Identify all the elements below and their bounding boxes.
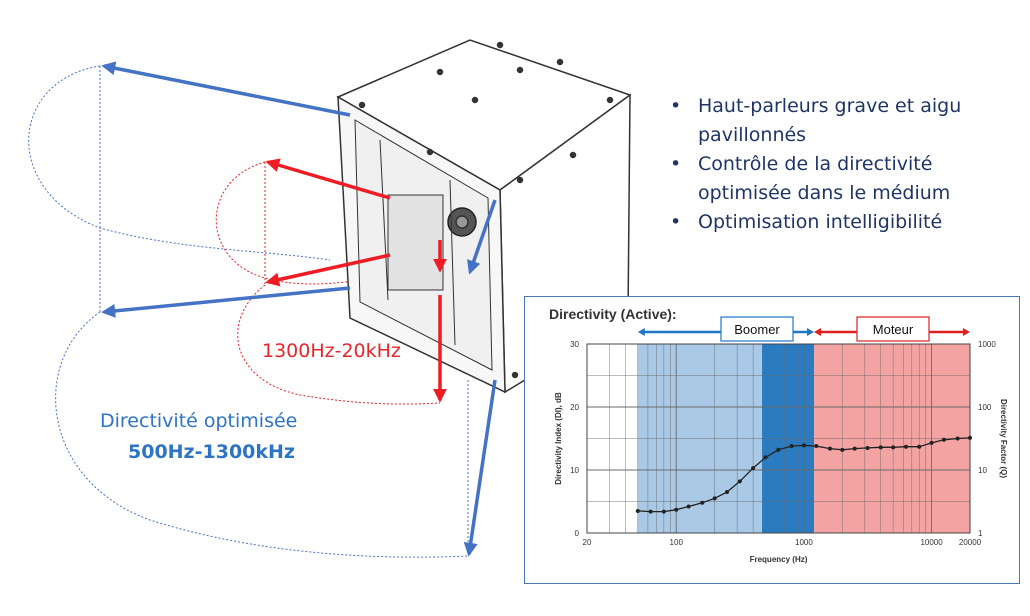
blue-envelope-curves	[28, 65, 469, 558]
di-point	[929, 440, 934, 445]
y2-axis-label: Directivity Factor (Q)	[999, 399, 1008, 478]
chart-title: Directivity (Active):	[549, 306, 677, 322]
feature-item: • Contrôle de la directivité optimisée da…	[668, 150, 1018, 208]
di-point	[789, 444, 794, 449]
di-point	[941, 437, 946, 442]
loudspeaker-cabinet	[336, 39, 632, 394]
feature-text: Optimisation intelligibilité	[698, 211, 943, 233]
di-point	[737, 479, 742, 484]
x-tick-label: 20000	[959, 538, 982, 547]
blue-arrows	[101, 61, 497, 557]
di-point	[776, 447, 781, 452]
directivity-label: Directivité optimisée	[100, 410, 298, 432]
high-frequency-range-label: 1300Hz-20kHz	[262, 340, 401, 362]
feature-text: Haut-parleurs grave et aigu pavillonnés	[698, 95, 962, 146]
di-point	[725, 490, 730, 495]
moteur-label-box	[856, 316, 930, 342]
di-point	[700, 500, 705, 505]
di-point	[955, 436, 960, 441]
di-point	[903, 444, 908, 449]
bullet-icon: •	[670, 153, 682, 175]
directivity-range-label: 500Hz-1300kHz	[128, 441, 295, 463]
di-point	[865, 445, 870, 450]
di-point	[917, 444, 922, 449]
di-point	[827, 446, 832, 451]
di-point	[635, 508, 640, 513]
y-tick-label: 30	[570, 340, 579, 349]
red-envelope-curves	[215, 161, 441, 405]
y2-tick-label: 10	[978, 466, 987, 475]
x-tick-label: 100	[670, 538, 684, 547]
di-point	[661, 509, 666, 514]
directivity-chart: Boomer Moteur Directivity (Active): 0 10 20 30…	[549, 306, 1008, 564]
moteur-arrowhead-right	[963, 328, 970, 336]
feature-item: • Haut-parleurs grave et aigu pavillonnés	[668, 92, 1018, 150]
di-point	[674, 507, 679, 512]
x-tick-label: 10000	[920, 538, 943, 547]
y-axis-label: Directivity Index (DI), dB	[554, 392, 563, 485]
directivity-chart-frame: Boomer Moteur Directivity (Active): 0 10 20 30…	[524, 296, 1020, 584]
bullet-icon: •	[670, 95, 682, 117]
di-point	[648, 509, 653, 514]
red-arrows	[265, 158, 447, 403]
bullet-icon: •	[670, 211, 682, 233]
di-point	[968, 435, 972, 440]
y2-tick-label: 1	[978, 529, 983, 538]
x-tick-label: 20	[583, 538, 592, 547]
y-tick-label: 10	[570, 466, 579, 475]
di-point	[878, 445, 883, 450]
di-point	[814, 444, 819, 449]
y-tick-label: 0	[575, 529, 580, 538]
y-tick-label: 20	[570, 403, 579, 412]
boomer-arrowhead-left	[637, 328, 645, 336]
x-tick-label: 1000	[795, 538, 813, 547]
boomer-arrowhead-right	[807, 328, 815, 336]
boomer-label-box	[720, 316, 794, 342]
di-point	[852, 446, 857, 451]
di-point	[840, 447, 845, 452]
di-point	[891, 445, 896, 450]
di-point	[801, 443, 806, 448]
di-point	[712, 496, 717, 501]
y2-tick-label: 100	[978, 403, 992, 412]
moteur-arrowhead-left	[814, 328, 822, 336]
moteur-label: Moteur	[873, 322, 914, 337]
di-point	[751, 466, 756, 471]
di-point	[686, 504, 691, 509]
y2-tick-label: 1000	[978, 340, 996, 349]
feature-list: • Haut-parleurs grave et aigu pavillonnés…	[668, 92, 1018, 237]
boomer-label: Boomer	[734, 322, 780, 337]
feature-item: • Optimisation intelligibilité	[668, 208, 1018, 237]
feature-text: Contrôle de la directivité optimisée dan…	[698, 153, 951, 204]
x-axis-label: Frequency (Hz)	[750, 555, 808, 564]
di-point	[763, 455, 768, 460]
